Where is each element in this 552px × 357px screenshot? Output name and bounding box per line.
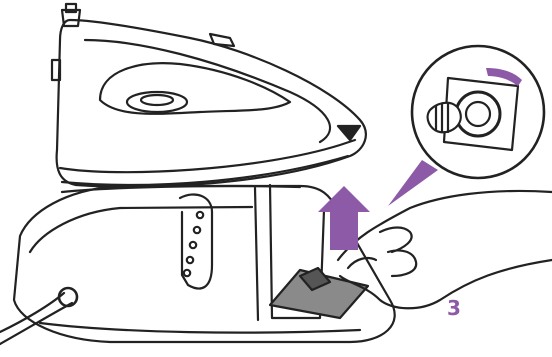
detail-nozzle [426, 101, 462, 134]
power-cable-lower [0, 301, 74, 346]
zoom-pointer [388, 160, 438, 206]
hand [336, 189, 552, 310]
cable-grommet [57, 286, 79, 308]
step-number: 3 [447, 296, 461, 320]
iron-handle-opening [98, 62, 292, 115]
rotate-arrow-icon [486, 68, 522, 86]
iron-lock-switch [208, 32, 236, 48]
hand-finger [386, 249, 418, 278]
soleplate [58, 138, 357, 174]
strap-hole [182, 268, 192, 278]
detail-nozzle-rings [434, 102, 450, 134]
strap-hole [185, 255, 195, 265]
base-station-foot [38, 321, 362, 334]
strap-hole [188, 240, 198, 250]
hand-finger [378, 226, 413, 254]
water-tank-tray [268, 268, 370, 320]
base-station-inner-line [28, 205, 254, 254]
cable-strap [178, 193, 214, 290]
iron-hose-connector [60, 8, 82, 28]
steam-button-inner [139, 93, 175, 107]
detail-valve-center [464, 100, 492, 128]
hand-thumb [346, 257, 378, 270]
tank-cap [298, 266, 332, 292]
iron-top-ridge [83, 38, 331, 144]
iron-nose-fill [336, 124, 362, 142]
base-station-stripe [253, 186, 260, 322]
base-station-outline [12, 184, 396, 344]
soleplate-lower [60, 154, 350, 187]
iron-body [55, 18, 367, 188]
base-station-panel [268, 183, 326, 320]
strap-hole [192, 225, 202, 235]
iron-rear-tab [50, 58, 62, 82]
iron-hose [64, 2, 78, 14]
steam-button [125, 90, 189, 114]
strap-hole [195, 210, 205, 220]
up-arrow-icon [318, 186, 370, 250]
